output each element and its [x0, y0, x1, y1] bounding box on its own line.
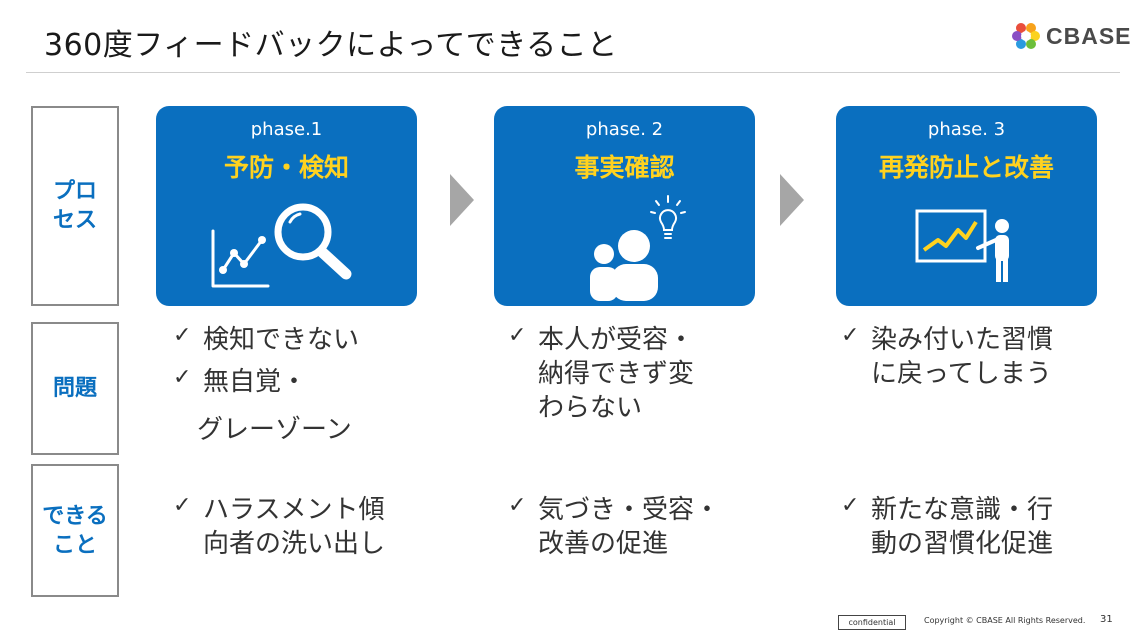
problem-list-phase-3: ✓ 染み付いた習慣 に戻ってしまう: [841, 323, 1053, 391]
magnifier-chart-icon: [211, 203, 352, 288]
list-item-text: 改善の促進: [538, 529, 669, 559]
list-item-text: 無自覚・: [203, 367, 308, 397]
phase-name: 事実確認: [574, 153, 675, 182]
problem-list-phase-2: ✓ 本人が受容・ 納得できず変 わらない: [508, 323, 694, 425]
list-item: ✓ 検知できない: [173, 323, 359, 357]
list-item-text: 動の習慣化促進: [871, 529, 1054, 559]
list-item: ✓ 本人が受容・ 納得できず変 わらない: [508, 323, 694, 425]
row-label-problem-text: 問題: [52, 376, 97, 401]
cbase-logo-icon: [1012, 23, 1040, 49]
check-icon: ✓: [508, 493, 527, 518]
phase-card-3: phase. 3 再発防止と改善: [836, 106, 1097, 306]
list-item-text: 新たな意識・行: [871, 495, 1054, 525]
row-label-problem: 問題: [31, 322, 119, 455]
copyright-text: Copyright © CBASE All Rights Reserved.: [924, 616, 1086, 625]
row-label-process: プロ セス: [31, 106, 119, 306]
phase-number: phase. 2: [585, 119, 664, 140]
list-item-text: 向者の洗い出し: [203, 529, 386, 559]
can-do-list-phase-2: ✓ 気づき・受容・ 改善の促進: [508, 493, 720, 561]
page-number: 31: [1100, 614, 1113, 625]
check-icon: ✓: [841, 493, 860, 518]
list-item: ✓ ハラスメント傾 向者の洗い出し: [173, 493, 385, 561]
flow-arrow-2: [780, 174, 804, 226]
check-icon: ✓: [508, 323, 527, 348]
cbase-logo: CBASE: [1012, 22, 1132, 50]
slide-title: 360度フィードバックによってできること: [44, 28, 618, 63]
row-label-process-line-2: セス: [52, 208, 97, 233]
list-item-text: 本人が受容・: [538, 325, 695, 355]
phase-number: phase.1: [250, 119, 323, 140]
problem-list-phase-1: ✓ 検知できない ✓ 無自覚・ グレーゾーン: [173, 323, 359, 447]
list-item-text: 染み付いた習慣: [871, 325, 1054, 355]
list-item-text: ハラスメント傾: [203, 495, 385, 525]
list-item-text: わらない: [538, 393, 643, 423]
phase-card-2: phase. 2 事実確認: [494, 106, 755, 306]
list-item: ✓ 新たな意識・行 動の習慣化促進: [841, 493, 1053, 561]
confidential-badge: confidential: [838, 615, 906, 630]
phase-name: 予防・検知: [223, 153, 349, 182]
check-icon: ✓: [173, 365, 192, 390]
list-item: ✓ 染み付いた習慣 に戻ってしまう: [841, 323, 1053, 391]
check-icon: ✓: [841, 323, 860, 348]
list-item-text: グレーゾーン: [197, 415, 352, 445]
row-label-can-do-line-2: こと: [52, 532, 97, 558]
presenter-chart-icon: [915, 209, 1009, 282]
phase-card-1: phase.1 予防・検知: [156, 106, 417, 306]
row-label-can-do-line-1: できる: [42, 503, 108, 529]
list-item: ✓ 気づき・受容・ 改善の促進: [508, 493, 720, 561]
logo-text: CBASE: [1046, 22, 1132, 49]
phase-name: 再発防止と改善: [878, 153, 1054, 182]
list-item-text: に戻ってしまう: [871, 359, 1052, 389]
check-icon: ✓: [173, 493, 192, 518]
row-label-can-do: できる こと: [31, 464, 119, 597]
people-lightbulb-icon: [590, 195, 686, 301]
list-item: ✓ 無自覚・ グレーゾーン: [173, 365, 359, 447]
list-item-text: 検知できない: [203, 325, 360, 355]
list-item-text: 気づき・受容・: [538, 495, 721, 525]
row-label-process-line-1: プロ: [52, 179, 97, 204]
can-do-list-phase-1: ✓ ハラスメント傾 向者の洗い出し: [173, 493, 385, 561]
list-item-text: 納得できず変: [538, 359, 695, 389]
check-icon: ✓: [173, 323, 192, 348]
can-do-list-phase-3: ✓ 新たな意識・行 動の習慣化促進: [841, 493, 1053, 561]
phase-number: phase. 3: [927, 119, 1006, 140]
title-divider: [26, 72, 1120, 73]
flow-arrow-1: [450, 174, 474, 226]
